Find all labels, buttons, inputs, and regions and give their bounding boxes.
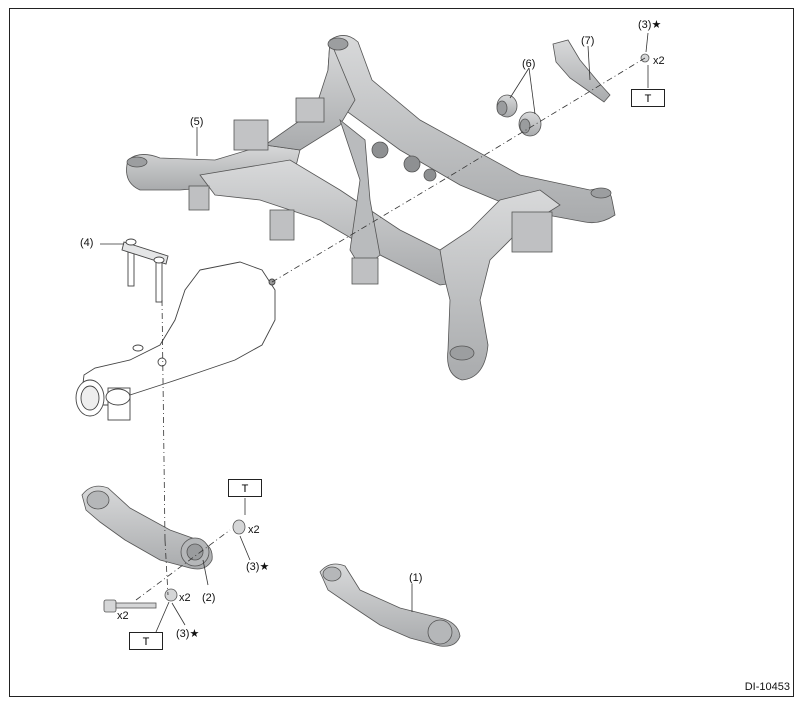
quantity-lower: x2 <box>179 592 191 604</box>
assembly-lines <box>135 57 646 601</box>
callout-part-6: (6) <box>522 58 536 70</box>
figure-id: DI-10453 <box>744 681 790 693</box>
torque-box-top: T <box>631 89 665 107</box>
diagram-frame <box>9 8 794 697</box>
differential-member <box>81 485 213 570</box>
rear-subframe <box>126 35 616 381</box>
callout-part-3-top: (3)★ <box>638 19 662 31</box>
differential-member-new <box>319 563 461 647</box>
bushings <box>496 94 542 137</box>
torque-box-mid: T <box>228 479 262 497</box>
callout-part-2: (2) <box>202 592 216 604</box>
stud-bolts <box>121 238 169 303</box>
callout-part-7: (7) <box>581 35 595 47</box>
torque-box-bottom: T <box>129 632 163 650</box>
leader-lines <box>100 32 649 633</box>
differential-housing <box>75 261 276 421</box>
bracket <box>552 39 611 103</box>
quantity-bolt: x2 <box>117 610 129 622</box>
callout-part-3-mid: (3)★ <box>246 561 270 573</box>
callout-part-4: (4) <box>80 237 94 249</box>
callout-part-5: (5) <box>190 116 204 128</box>
quantity-top: x2 <box>653 55 665 67</box>
callout-part-3-bottom: (3)★ <box>176 628 200 640</box>
quantity-mid: x2 <box>248 524 260 536</box>
callout-part-1: (1) <box>409 572 423 584</box>
